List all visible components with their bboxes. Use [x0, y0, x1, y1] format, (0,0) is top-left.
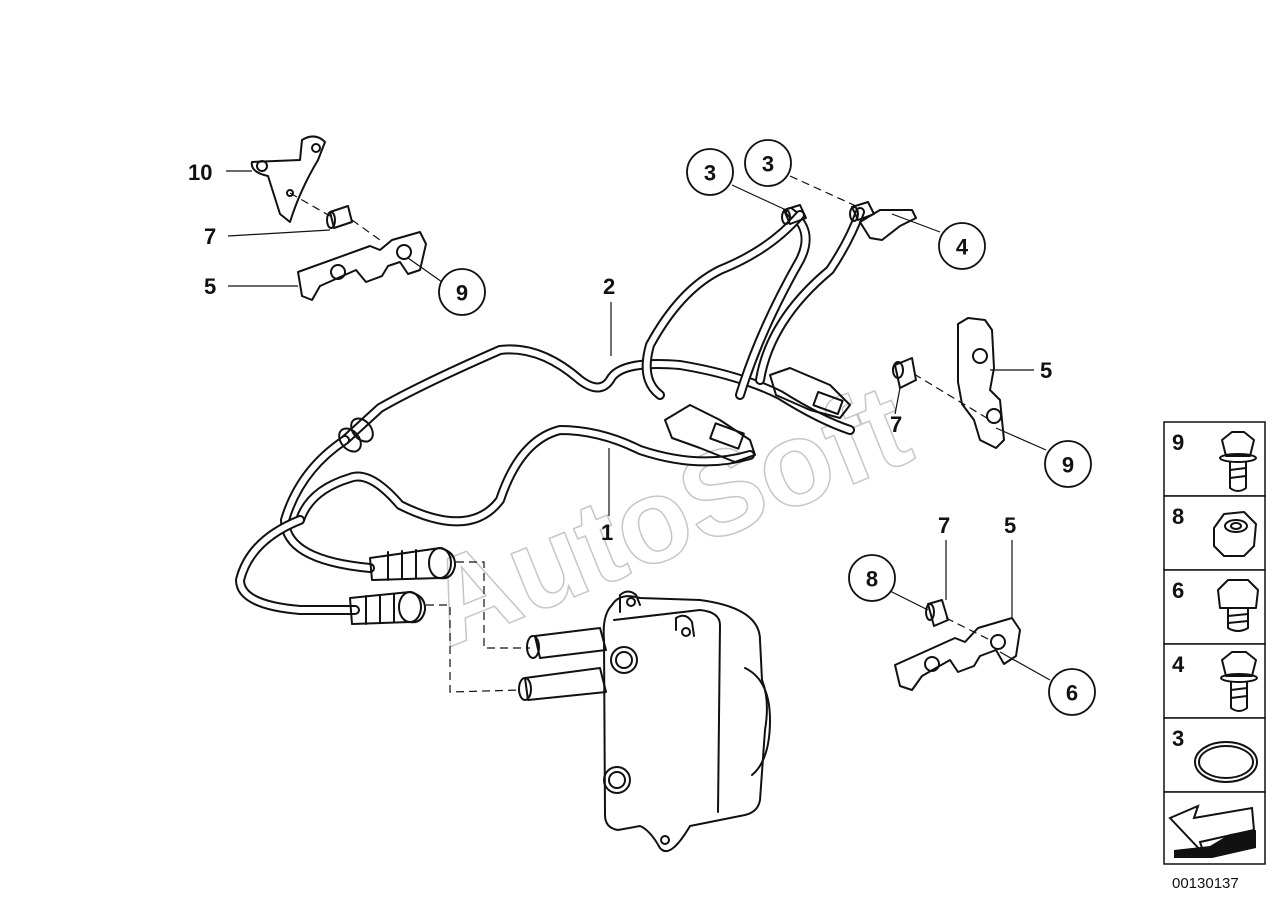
clip-5-lower[interactable] — [894, 617, 1021, 691]
flange-bolt-icon — [1220, 651, 1258, 712]
bracket-10[interactable] — [250, 135, 326, 223]
svg-text:4: 4 — [956, 235, 969, 260]
clip-5-top[interactable] — [297, 231, 427, 301]
svg-text:3: 3 — [704, 161, 716, 186]
collar-left[interactable] — [335, 414, 378, 455]
label-7-top: 7 — [204, 224, 216, 249]
label-1: 1 — [601, 520, 613, 545]
callout-9-top: 9 — [438, 268, 486, 316]
svg-text:6: 6 — [1066, 681, 1078, 706]
legend-number-3: 3 — [1172, 726, 1184, 751]
svg-text:9: 9 — [456, 281, 468, 306]
bracket-4[interactable] — [859, 209, 917, 241]
legend-panel: 9 8 6 4 3 — [1163, 421, 1266, 865]
legend-number-4: 4 — [1172, 652, 1185, 677]
navigation-arrow-icon[interactable] — [1168, 804, 1256, 858]
sleeve-7-right[interactable] — [892, 357, 917, 389]
svg-text:9: 9 — [1062, 453, 1074, 478]
oil-cooler[interactable] — [518, 590, 771, 853]
svg-text:3: 3 — [762, 152, 774, 177]
label-5-right: 5 — [1040, 358, 1052, 383]
callout-9-right: 9 — [1044, 440, 1092, 488]
bolt-with-washer-icon — [1219, 431, 1257, 492]
coupling-right[interactable] — [769, 367, 851, 419]
hex-bolt-icon — [1217, 579, 1259, 632]
hose-line-2[interactable] — [280, 207, 855, 573]
callout-6: 6 — [1048, 668, 1096, 716]
coupling-center[interactable] — [664, 404, 756, 463]
callout-4: 4 — [938, 222, 986, 270]
clip-5-right[interactable] — [957, 317, 1005, 449]
connector-lower[interactable] — [349, 591, 427, 625]
svg-text:8: 8 — [866, 567, 878, 592]
label-5-lower: 5 — [1004, 513, 1016, 538]
hex-nut-icon — [1213, 511, 1257, 557]
diagram-number: 00130137 — [1172, 875, 1239, 892]
connector-upper[interactable] — [369, 547, 457, 581]
label-7-lower: 7 — [938, 513, 950, 538]
o-ring-icon — [1194, 741, 1258, 783]
callout-8: 8 — [848, 554, 896, 602]
label-5-top: 5 — [204, 274, 216, 299]
label-7-right: 7 — [890, 412, 902, 437]
callout-3-right: 3 — [744, 139, 792, 187]
sleeve-7-top[interactable] — [326, 205, 353, 229]
callout-3-left: 3 — [686, 148, 734, 196]
label-10: 10 — [188, 160, 212, 185]
legend-number-9: 9 — [1172, 430, 1184, 455]
legend-number-6: 6 — [1172, 578, 1184, 603]
label-2: 2 — [603, 274, 615, 299]
legend-number-8: 8 — [1172, 504, 1184, 529]
hose-line-1[interactable] — [235, 207, 865, 615]
sleeve-7-lower[interactable] — [925, 599, 949, 627]
